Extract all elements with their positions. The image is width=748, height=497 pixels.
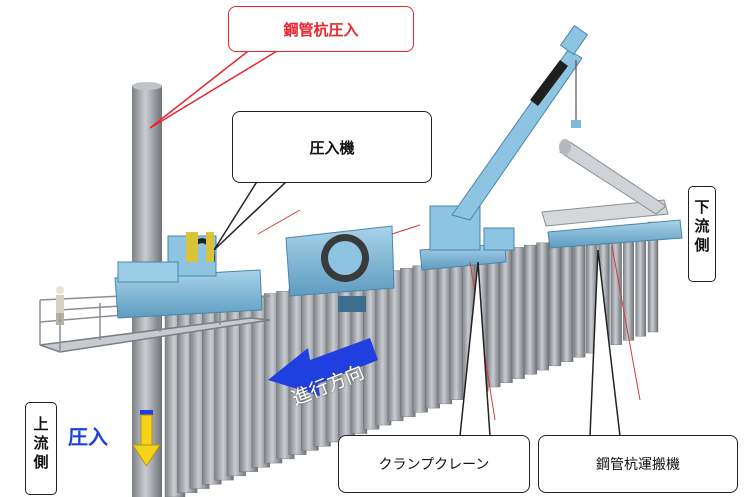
steel-pile — [573, 235, 586, 358]
callout-clamp-crane: クランプクレーン — [338, 435, 530, 493]
callout-pointer-press-machine — [213, 179, 290, 251]
steel-pile — [511, 247, 525, 379]
steel-pile — [536, 242, 550, 371]
clamp-crane — [419, 24, 589, 271]
downstream-char-2: 流 — [694, 217, 710, 235]
steel-pile — [623, 226, 634, 341]
downstream-side-label: 下 流 側 — [688, 186, 716, 282]
upstream-side-label: 上 流 側 — [25, 402, 57, 495]
callout-press-machine-text: 圧入機 — [309, 138, 355, 157]
callout-pile-press: 鋼管杭圧入 — [228, 6, 414, 52]
upstream-char-3: 側 — [33, 453, 49, 471]
steel-pile — [499, 249, 513, 384]
steel-pile — [524, 244, 538, 375]
callout-pile-press-text: 鋼管杭圧入 — [283, 20, 359, 39]
upstream-char-2: 流 — [33, 434, 49, 452]
down-arrow-icon — [132, 410, 161, 467]
press-machine — [114, 232, 263, 319]
press-direction-text: 圧入 — [68, 424, 108, 449]
pile-carrier — [541, 139, 683, 249]
callout-pile-carrier: 鋼管杭運搬機 — [538, 435, 738, 493]
callout-pile-carrier-text: 鋼管杭運搬機 — [596, 457, 680, 473]
left-arrow-icon — [268, 338, 378, 396]
steel-pile — [449, 258, 465, 400]
callout-clamp-crane-text: クランプクレーン — [378, 457, 490, 473]
worker-figure — [56, 286, 64, 325]
press-direction-label: 圧入 — [68, 420, 108, 450]
steel-pile — [561, 237, 574, 362]
upstream-char-1: 上 — [33, 415, 49, 433]
callout-press-machine: 圧入機 — [232, 111, 432, 183]
downstream-char-3: 側 — [694, 236, 710, 254]
steel-pile — [548, 240, 562, 367]
downstream-char-1: 下 — [694, 198, 710, 216]
steel-pile — [486, 251, 501, 388]
power-unit — [285, 225, 395, 312]
